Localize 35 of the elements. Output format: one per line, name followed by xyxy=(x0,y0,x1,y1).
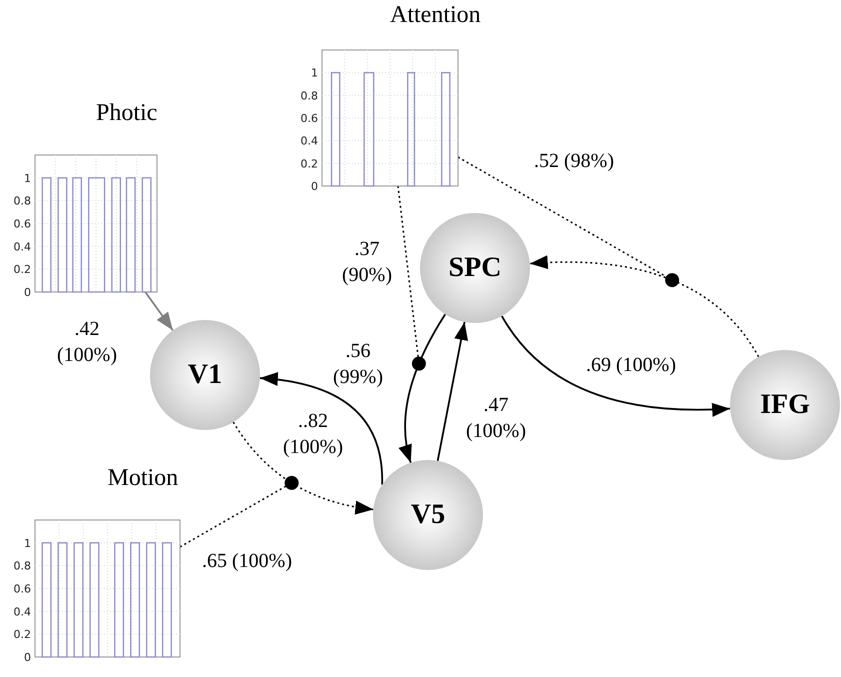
modulation-line xyxy=(180,476,299,548)
arrow xyxy=(530,256,760,358)
tick-label: 0 xyxy=(24,286,31,299)
tick-label: 0.4 xyxy=(14,240,31,254)
tick-label: 0.6 xyxy=(14,218,31,230)
brain-region-circle: V5 xyxy=(373,460,483,570)
modulation-line xyxy=(397,186,426,371)
modulation-line xyxy=(458,156,680,288)
arrow xyxy=(232,422,374,514)
input-title: Attention xyxy=(390,2,481,29)
tick-label: 0.2 xyxy=(14,263,31,276)
tick-label: 0 xyxy=(24,651,31,664)
tick-label: 1 xyxy=(24,172,31,185)
tick-label: 0.2 xyxy=(300,157,318,170)
tick-label: 1 xyxy=(311,66,318,80)
input-title: Motion xyxy=(108,465,178,492)
arrow xyxy=(144,291,174,331)
brain-region-circle: SPC xyxy=(420,213,530,323)
tick-label: 0.2 xyxy=(14,628,31,642)
arrow xyxy=(399,314,446,464)
arrow xyxy=(436,322,468,462)
input-title: Photic xyxy=(96,100,158,127)
tick-label: 0.8 xyxy=(14,194,31,208)
tick-label: 1 xyxy=(24,536,31,550)
tick-label: 0.8 xyxy=(14,560,31,573)
arrow xyxy=(260,372,384,485)
tick-label: 0.6 xyxy=(14,582,31,596)
tick-label: 0.8 xyxy=(300,89,318,102)
arrow xyxy=(501,316,730,416)
brain-region-circle: V1 xyxy=(150,320,260,430)
brain-region-circle: IFG xyxy=(730,350,840,460)
tick-label: 0.4 xyxy=(300,134,318,148)
tick-label: 0.6 xyxy=(300,112,318,125)
tick-label: 0 xyxy=(311,180,318,193)
tick-label: 0.4 xyxy=(14,605,31,618)
